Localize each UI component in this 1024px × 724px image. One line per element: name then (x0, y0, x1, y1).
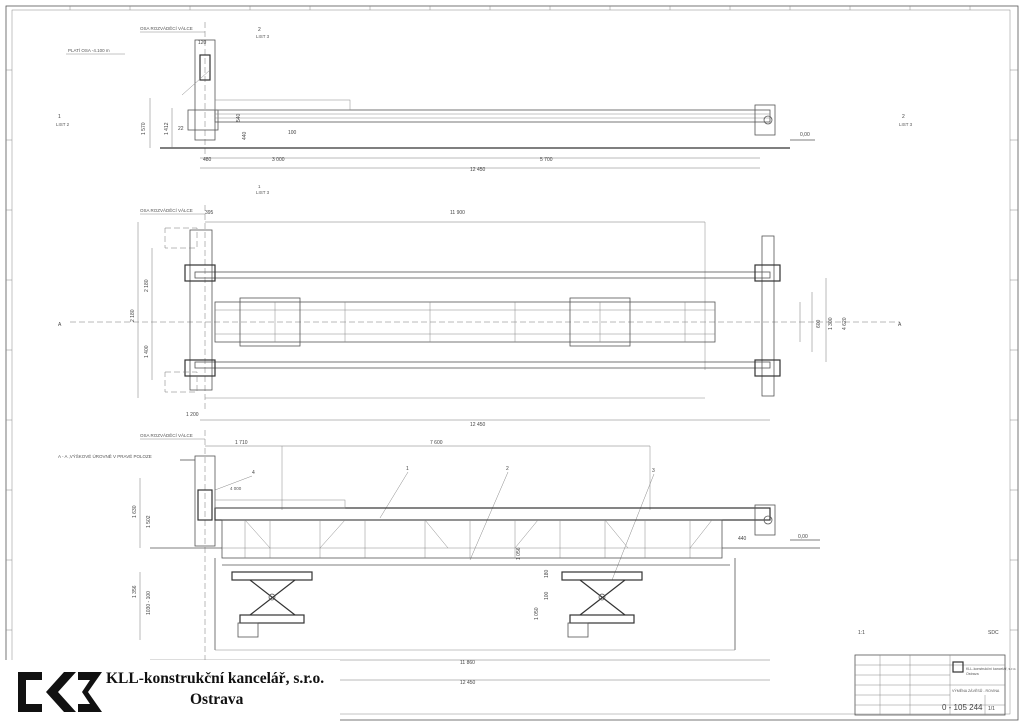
section-dim-1030: 1030 - 100 (146, 591, 152, 615)
logo-company-name: KLL-konstrukční kancelář, s.r.o. (106, 670, 325, 687)
outer-border (5, 5, 1019, 721)
callout-1: 1 (406, 466, 409, 472)
plan-section-sheet: LIST 3 (256, 190, 270, 195)
plan-dim-4620: 4 620 (842, 317, 848, 330)
top-right-marker: 2 (902, 114, 905, 120)
section-dim-12450: 12 450 (460, 680, 476, 686)
plan-dim-1300: 1 300 (828, 317, 834, 330)
top-dim-5700: 5 700 (540, 157, 553, 163)
callout-2: 2 (506, 466, 509, 472)
top-dim-level: 0,00 (800, 132, 810, 138)
top-roll-axis-label: OSA ROZVÁDĚCÍ VÁLCE (140, 24, 193, 31)
view-plan: 1 LIST 3 OSA ROZVÁDĚCÍ VÁLCE A A (58, 184, 902, 428)
section-dim-1056: 1 056 (516, 547, 522, 560)
section-dim-4000: 4 000 (230, 486, 242, 491)
section-dim-100: 100 (544, 591, 550, 600)
plan-dim-600: 600 (816, 319, 822, 328)
callout-4: 4 (252, 470, 255, 476)
top-left-sheet: LIST 2 (56, 122, 70, 127)
logo-company-city: Ostrava (190, 691, 244, 708)
kll-logo-icon (18, 672, 102, 712)
section-dim-11860: 11 860 (460, 660, 475, 666)
scissor-lift-right (561, 571, 643, 638)
inner-border (11, 9, 1011, 715)
plan-left-marker: A (58, 322, 62, 328)
section-roll-axis-label: OSA ROZVÁDĚCÍ VÁLCE (140, 431, 193, 438)
section-dim-180: 180 (544, 569, 550, 578)
section-dim-1356: 1 356 (132, 585, 138, 598)
title-sheet-counter: 1/1 (988, 706, 995, 712)
company-logo-panel (4, 660, 340, 724)
top-dim-480: 480 (203, 157, 212, 163)
top-dim-12450: 12 450 (470, 167, 486, 173)
top-left-marker: 1 (58, 114, 61, 120)
section-dim-440: 440 (738, 536, 747, 542)
callout-3: 3 (652, 468, 655, 474)
top-dim-440: 440 (242, 131, 248, 140)
title-sheet-label: SDC (988, 630, 999, 636)
top-dim-100: 100 (288, 130, 297, 136)
title-city: Ostrava (966, 672, 979, 676)
plan-dim-1200: 1 200 (186, 412, 199, 418)
section-dim-7600: 7 600 (430, 440, 443, 446)
scissor-lift-left (231, 571, 313, 638)
section-title: A - A ,VÝŠKOVÉ ÚROVNĚ V PRAVÉ POLOZE (58, 452, 152, 459)
plan-dim-4620-left: 2 180 (130, 309, 136, 322)
section-dim-level: 0,00 (798, 534, 808, 540)
plan-roll-axis-label: OSA ROZVÁDĚCÍ VÁLCE (140, 206, 193, 213)
plan-dim-12450: 12 450 (470, 422, 486, 428)
title-drawing-title: VÝMĚNA ZÁVĚSŮ - ROVINA (952, 688, 1000, 693)
top-dim-1570: 1 570 (141, 122, 147, 135)
top-dim-22: 22 (178, 126, 184, 132)
plan-dim-2180: 2 180 (144, 279, 150, 292)
section-dim-1050: 1 050 (534, 607, 540, 620)
top-level-note: PLATÍ OSA -4.100 m (68, 47, 110, 53)
top-dim-3000: 3 000 (272, 157, 285, 163)
section-dim-1710: 1 710 (235, 440, 248, 446)
title-scale-label: 1:1 (858, 630, 865, 636)
plan-dim-395: 395 (205, 210, 214, 216)
plan-dim-11900: 11 900 (450, 210, 465, 216)
plan-right-marker: A (898, 322, 902, 328)
section-dim-1502: 1 502 (146, 515, 152, 528)
plan-section-marker: 1 (258, 184, 261, 189)
top-dim-540: 540 (236, 113, 242, 122)
top-section-marker: 2 (258, 27, 261, 33)
top-dim-1412: 1 412 (164, 122, 170, 135)
plan-dim-1400: 1 400 (144, 345, 150, 358)
top-section-sheet: LIST 3 (256, 34, 270, 39)
title-drawing-number: 0 - 105 244 (942, 703, 983, 712)
section-dim-1630: 1 630 (132, 505, 138, 518)
border-grid-ticks (6, 6, 1018, 631)
title-block: 1:1 SDC KLL-konstrukční kancelář, s.r.o.… (854, 630, 1016, 716)
top-dim-120: 120 (198, 40, 207, 46)
top-right-sheet: LIST 3 (899, 122, 913, 127)
view-section-aa: OSA ROZVÁDĚCÍ VÁLCE A - A ,VÝŠKOVÉ ÚROVN… (58, 430, 820, 686)
view-top-elevation: OSA ROZVÁDĚCÍ VÁLCE PLATÍ OSA -4.100 m 2… (56, 22, 913, 173)
title-company: KLL-konstrukční kancelář, s.r.o. (966, 667, 1016, 671)
